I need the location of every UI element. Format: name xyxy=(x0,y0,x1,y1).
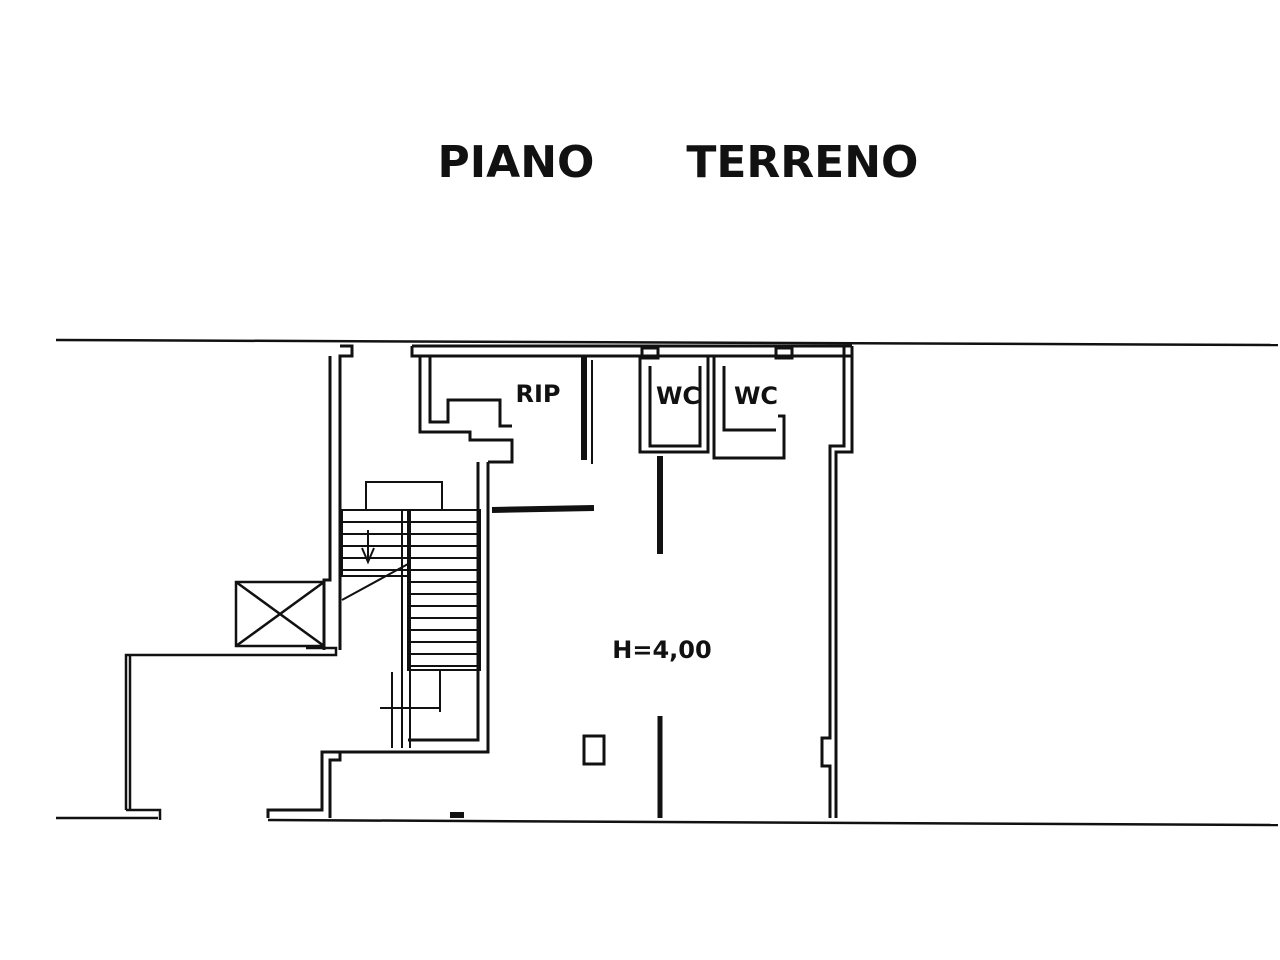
top-boundary-line xyxy=(55,338,1279,347)
plan-title: PIANO TERRENO xyxy=(438,137,919,188)
left-annex-walls xyxy=(124,646,338,820)
shaft-box xyxy=(234,580,326,648)
bottom-boundary-right xyxy=(267,818,1279,827)
ceiling-height-label: H=4,00 xyxy=(612,636,711,664)
pillar xyxy=(582,734,606,766)
storage-walls xyxy=(330,356,593,754)
staircase xyxy=(341,481,481,748)
building-walls xyxy=(266,344,854,818)
partition-walls xyxy=(491,456,663,818)
room-label-storage: RIP xyxy=(516,380,561,408)
room-label-wc-right: WC xyxy=(734,382,778,410)
room-label-wc-left: WC xyxy=(656,382,700,410)
wc-walls xyxy=(638,346,794,460)
property-boundaries xyxy=(55,338,1279,827)
wall-stub xyxy=(450,812,464,818)
